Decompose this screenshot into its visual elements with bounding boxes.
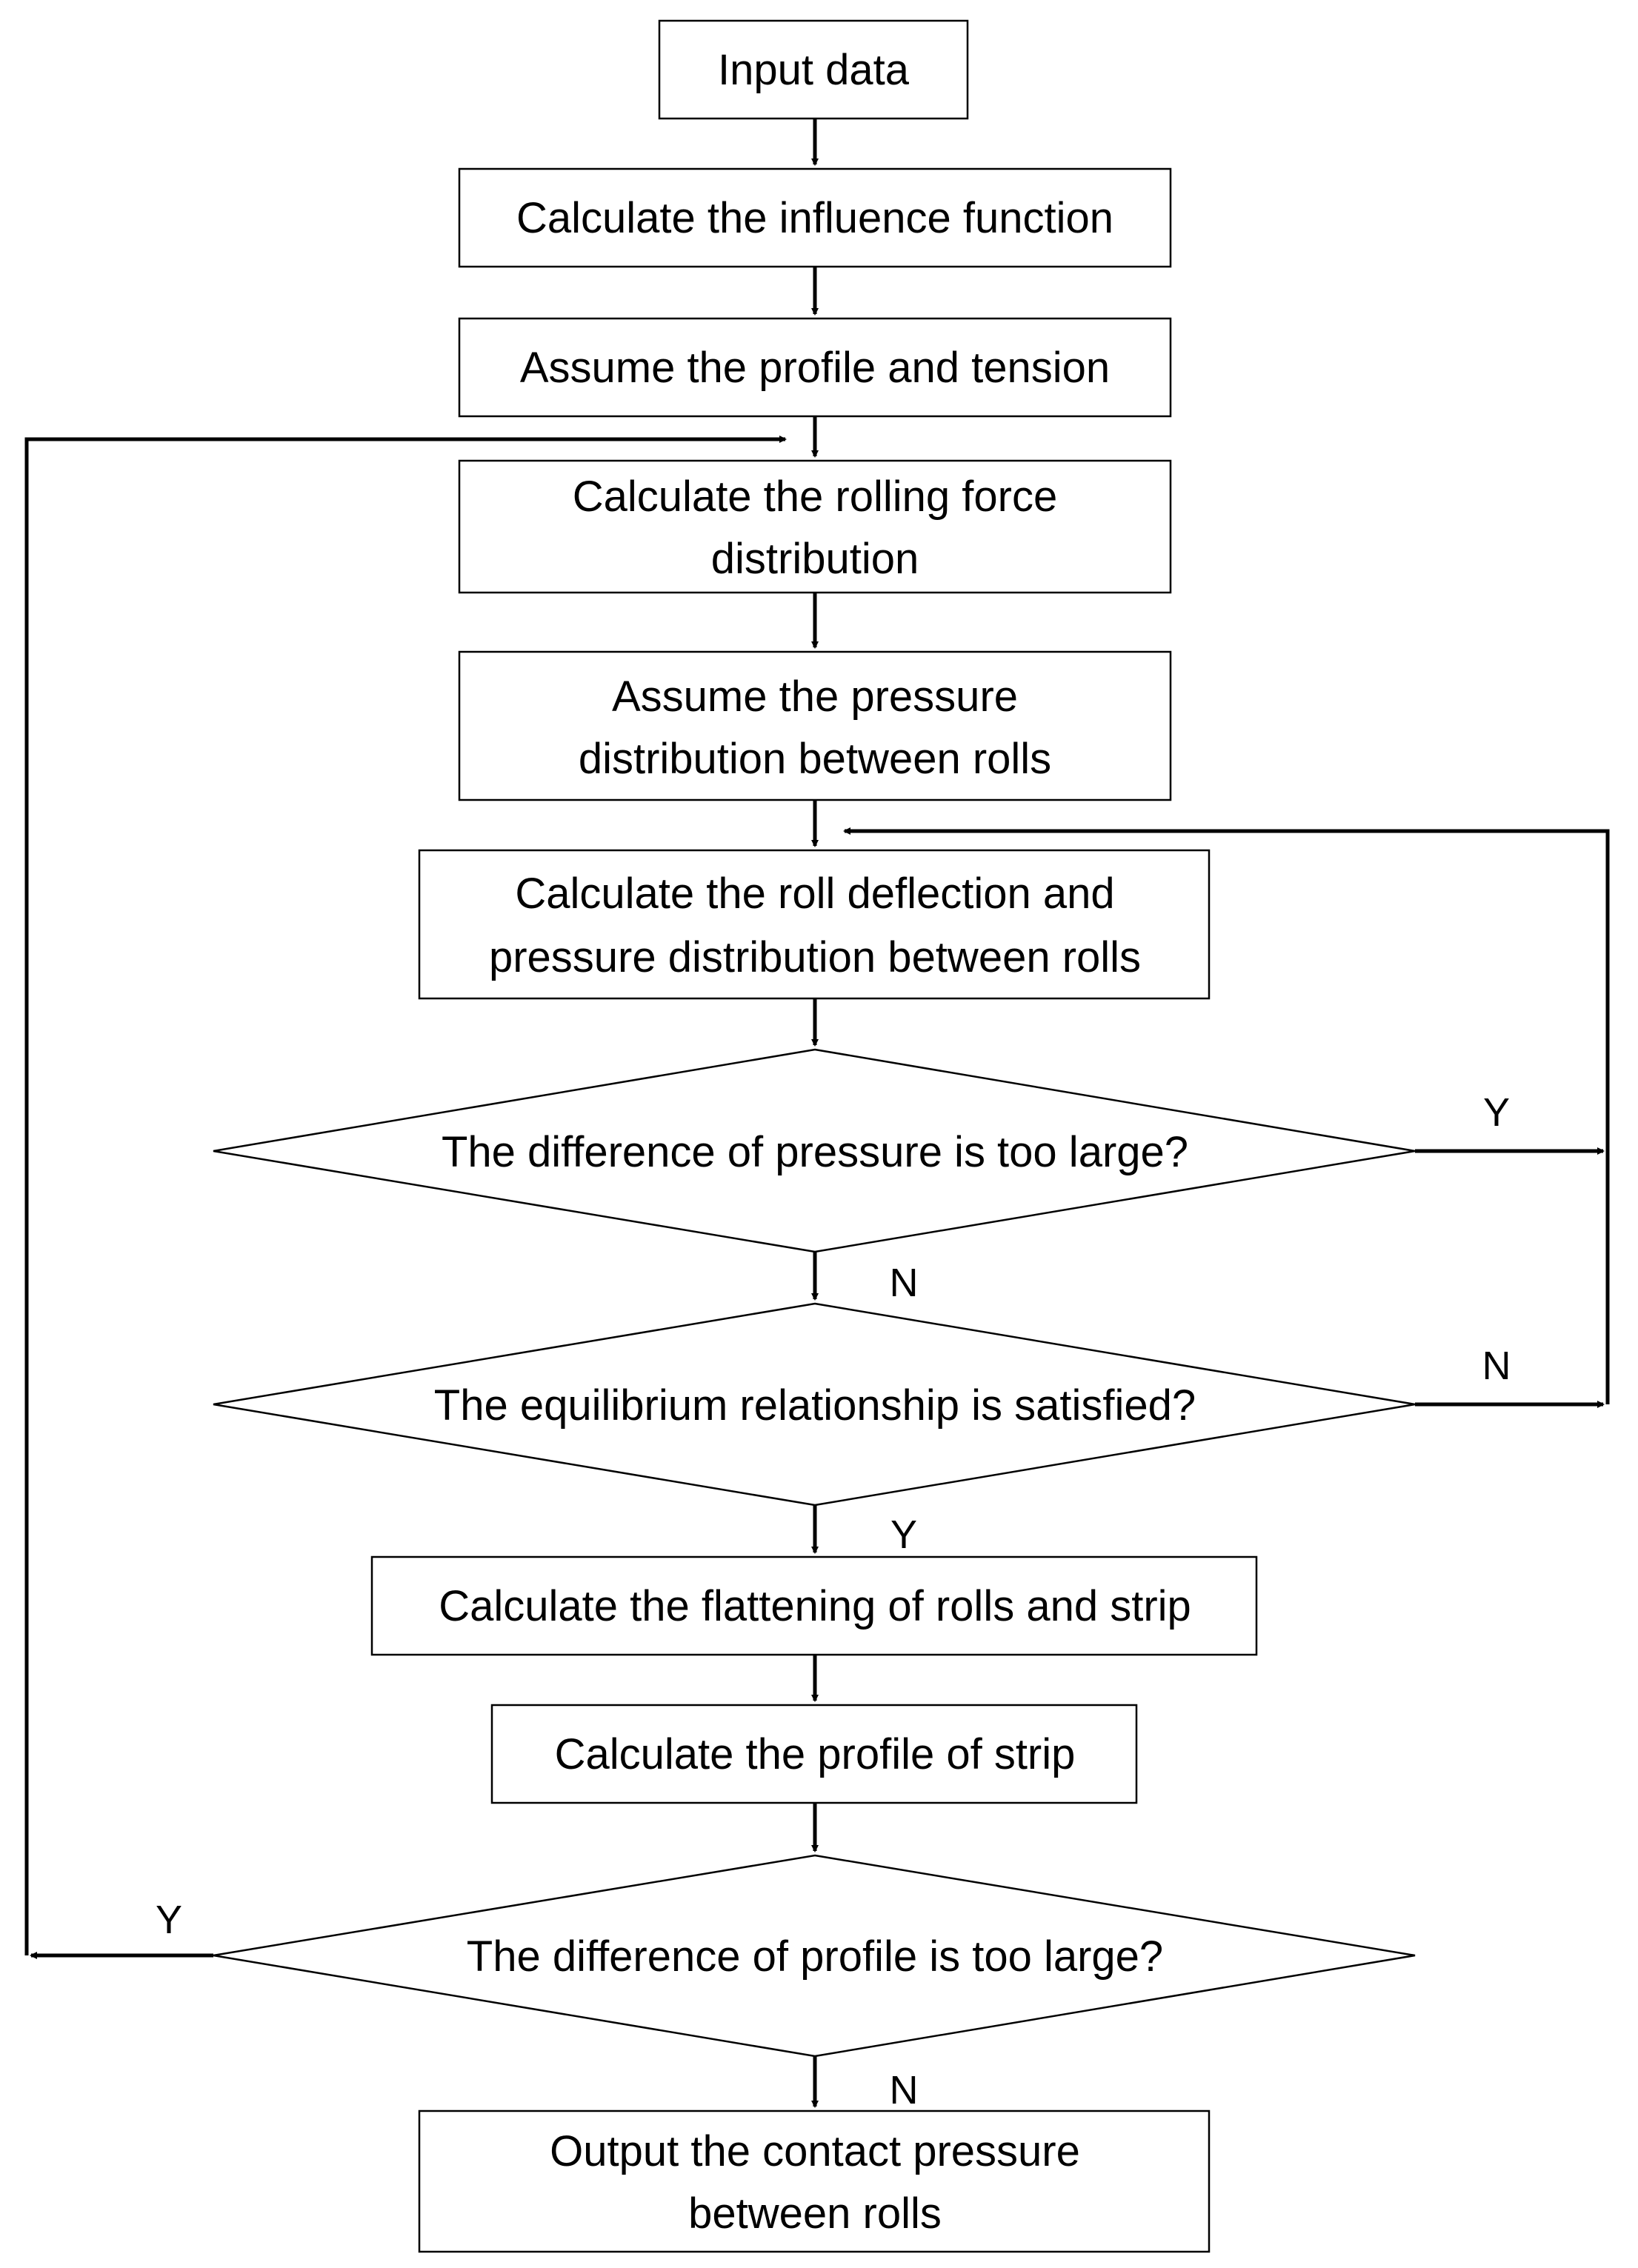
output-box [418,2109,1211,2253]
assume-profile-label: Assume the profile and tension [520,344,1110,392]
edge-label-pressure-no: N [890,1261,919,1305]
input-box [658,19,969,120]
influence-box [458,167,1172,268]
deflection-label-line1: Calculate the roll deflection and [515,870,1114,918]
flattening-label: Calculate the flattening of rolls and st… [439,1582,1191,1630]
strip-profile-box [490,1704,1138,1804]
flattening-box [370,1555,1258,1656]
output-label-line1: Output the contact pressure [550,2127,1080,2175]
assume-pressure-label-line2: distribution between rolls [579,735,1051,783]
edge-label-profile-yes: Y [156,1898,182,1942]
assume-profile-box [458,317,1172,418]
output-label-line2: between rolls [688,2189,942,2238]
deflection-box [418,849,1211,1000]
loop-back-left-vertical [24,436,787,1955]
pressure-decision-label: The difference of pressure is too large? [442,1128,1188,1176]
assume-pressure-box [458,650,1172,801]
influence-label: Calculate the influence function [516,194,1113,242]
profile-decision-label: The difference of profile is too large? [467,1932,1163,1981]
strip-profile-label: Calculate the profile of strip [555,1730,1076,1778]
input-label: Input data [718,46,910,94]
edge-label-pressure-yes: Y [1483,1090,1510,1135]
edge-label-equilibrium-no: N [1482,1344,1511,1388]
equilibrium-decision-label: The equilibrium relationship is satisfie… [434,1381,1196,1430]
rolling-force-label-line2: distribution [711,535,919,583]
rolling-force-label-line1: Calculate the rolling force [573,473,1057,521]
loop-back-to-deflection [843,827,1610,1404]
deflection-label-line2: pressure distribution between rolls [489,933,1141,981]
rolling-force-box [458,459,1172,594]
edge-label-profile-no: N [890,2068,919,2112]
edge-label-equilibrium-yes: Y [890,1512,917,1557]
assume-pressure-label-line1: Assume the pressure [612,673,1018,721]
